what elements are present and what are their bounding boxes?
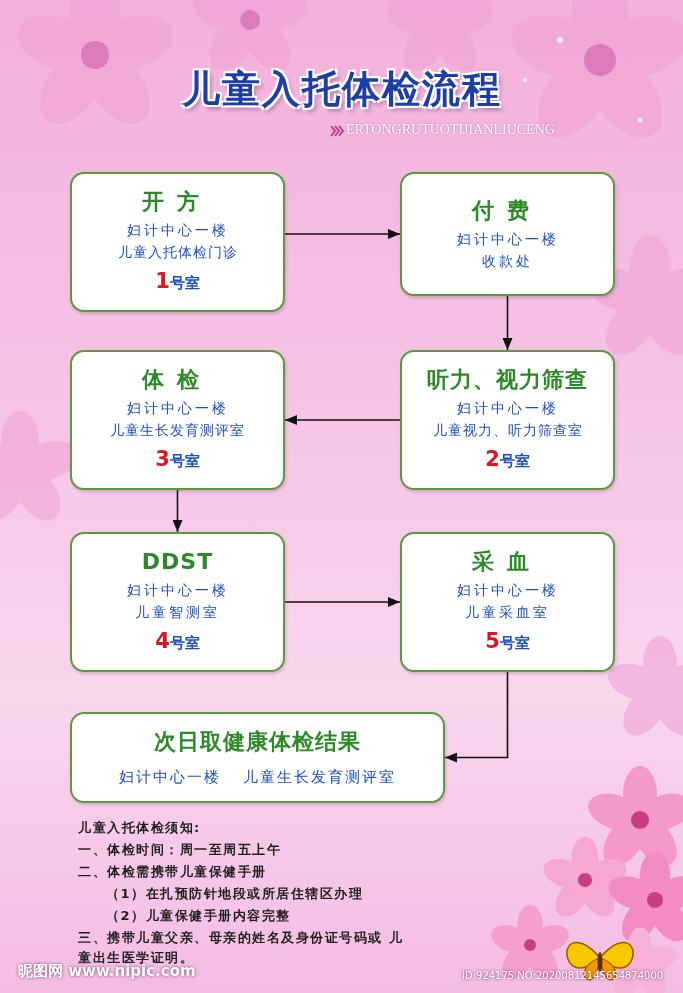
process-box: 体检妇计中心一楼儿童生长发育测评室 3号室 xyxy=(70,350,285,490)
process-box: 采血妇计中心一楼儿童采血室 5号室 xyxy=(400,532,615,672)
location-text: 儿童智测室 xyxy=(135,601,220,623)
location-text: 妇计中心一楼 儿童生长发育测评室 xyxy=(119,764,397,790)
flow-arrow xyxy=(507,296,509,350)
subtitle-chevrons xyxy=(331,126,343,136)
location-text: 儿童采血室 xyxy=(465,601,550,623)
step-heading: 体检 xyxy=(142,365,212,395)
flower-center xyxy=(584,44,616,76)
chevron xyxy=(339,126,343,136)
step-heading: 开方 xyxy=(142,187,212,217)
chevron xyxy=(331,126,335,136)
notice-text: 一、体检时间：周一至周五上午 xyxy=(78,840,281,860)
step-heading: 采血 xyxy=(472,547,542,577)
notice-text: 儿童入托体检须知: xyxy=(78,818,201,838)
notice-text: （2）儿童保健手册内容完整 xyxy=(106,906,291,926)
room-number: 3号室 xyxy=(155,445,200,475)
sparkle xyxy=(523,78,527,82)
flower-center xyxy=(81,41,109,69)
sparkles xyxy=(523,37,643,123)
location-text: 儿童入托体检门诊 xyxy=(118,241,238,263)
flower xyxy=(600,927,679,993)
location-text: 收款处 xyxy=(482,250,533,272)
flower xyxy=(10,0,180,136)
flow-arrow xyxy=(285,419,400,421)
process-box: DDST妇计中心一楼儿童智测室 4号室 xyxy=(70,532,285,672)
result-box: 次日取健康体检结果妇计中心一楼 儿童生长发育测评室 xyxy=(70,712,445,803)
notice-text: 二、体检需携带儿童保健手册 xyxy=(78,862,267,882)
flower xyxy=(603,636,683,744)
sparkle xyxy=(557,37,563,43)
pinyin-subtitle: ERTONGRUTUOTIJIANLIUCENG xyxy=(346,122,555,138)
process-box: 付费妇计中心一楼收款处 xyxy=(400,172,615,296)
step-heading: 听力、视力筛查 xyxy=(427,365,588,395)
process-box: 开方妇计中心一楼儿童入托体检门诊 1号室 xyxy=(70,172,285,312)
location-text: 妇计中心一楼 xyxy=(127,397,229,419)
flower-center xyxy=(578,873,592,887)
watermark: ID:924175 NO:20200812145654874000 xyxy=(462,970,663,981)
flow-arrow xyxy=(285,233,400,235)
notice-text: （1）在扎预防针地段或所居住辖区办理 xyxy=(106,884,363,904)
process-box: 听力、视力筛查妇计中心一楼儿童视力、听力筛查室 2号室 xyxy=(400,350,615,490)
location-text: 儿童视力、听力筛查室 xyxy=(433,419,583,441)
room-number: 1号室 xyxy=(155,267,200,297)
watermark: 昵图网 www.nipic.com xyxy=(18,962,196,981)
room-number: 5号室 xyxy=(485,627,530,657)
chevron xyxy=(335,126,339,136)
location-text: 妇计中心一楼 xyxy=(457,397,559,419)
location-text: 妇计中心一楼 xyxy=(127,219,229,241)
location-text: 妇计中心一楼 xyxy=(127,579,229,601)
room-number: 4号室 xyxy=(155,627,200,657)
location-text: 儿童生长发育测评室 xyxy=(110,419,245,441)
location-text: 妇计中心一楼 xyxy=(457,579,559,601)
room-number: 2号室 xyxy=(485,445,530,475)
flow-arrow xyxy=(445,672,508,758)
flower-center xyxy=(240,10,260,30)
flower-center xyxy=(524,939,536,951)
flower-center xyxy=(647,892,663,908)
flower-centers xyxy=(81,10,616,76)
flower xyxy=(383,0,496,79)
poster-title: 儿童入托体检流程 xyxy=(0,64,683,115)
step-heading: 付费 xyxy=(472,196,542,226)
sparkle xyxy=(638,118,643,123)
corner-flowers xyxy=(488,766,683,993)
flow-arrow xyxy=(285,601,400,603)
location-text: 妇计中心一楼 xyxy=(457,228,559,250)
step-heading: DDST xyxy=(142,547,213,577)
background-flowers xyxy=(0,0,683,744)
flow-arrow xyxy=(177,490,179,532)
step-heading: 次日取健康体检结果 xyxy=(154,726,361,758)
flower-center xyxy=(631,811,649,829)
